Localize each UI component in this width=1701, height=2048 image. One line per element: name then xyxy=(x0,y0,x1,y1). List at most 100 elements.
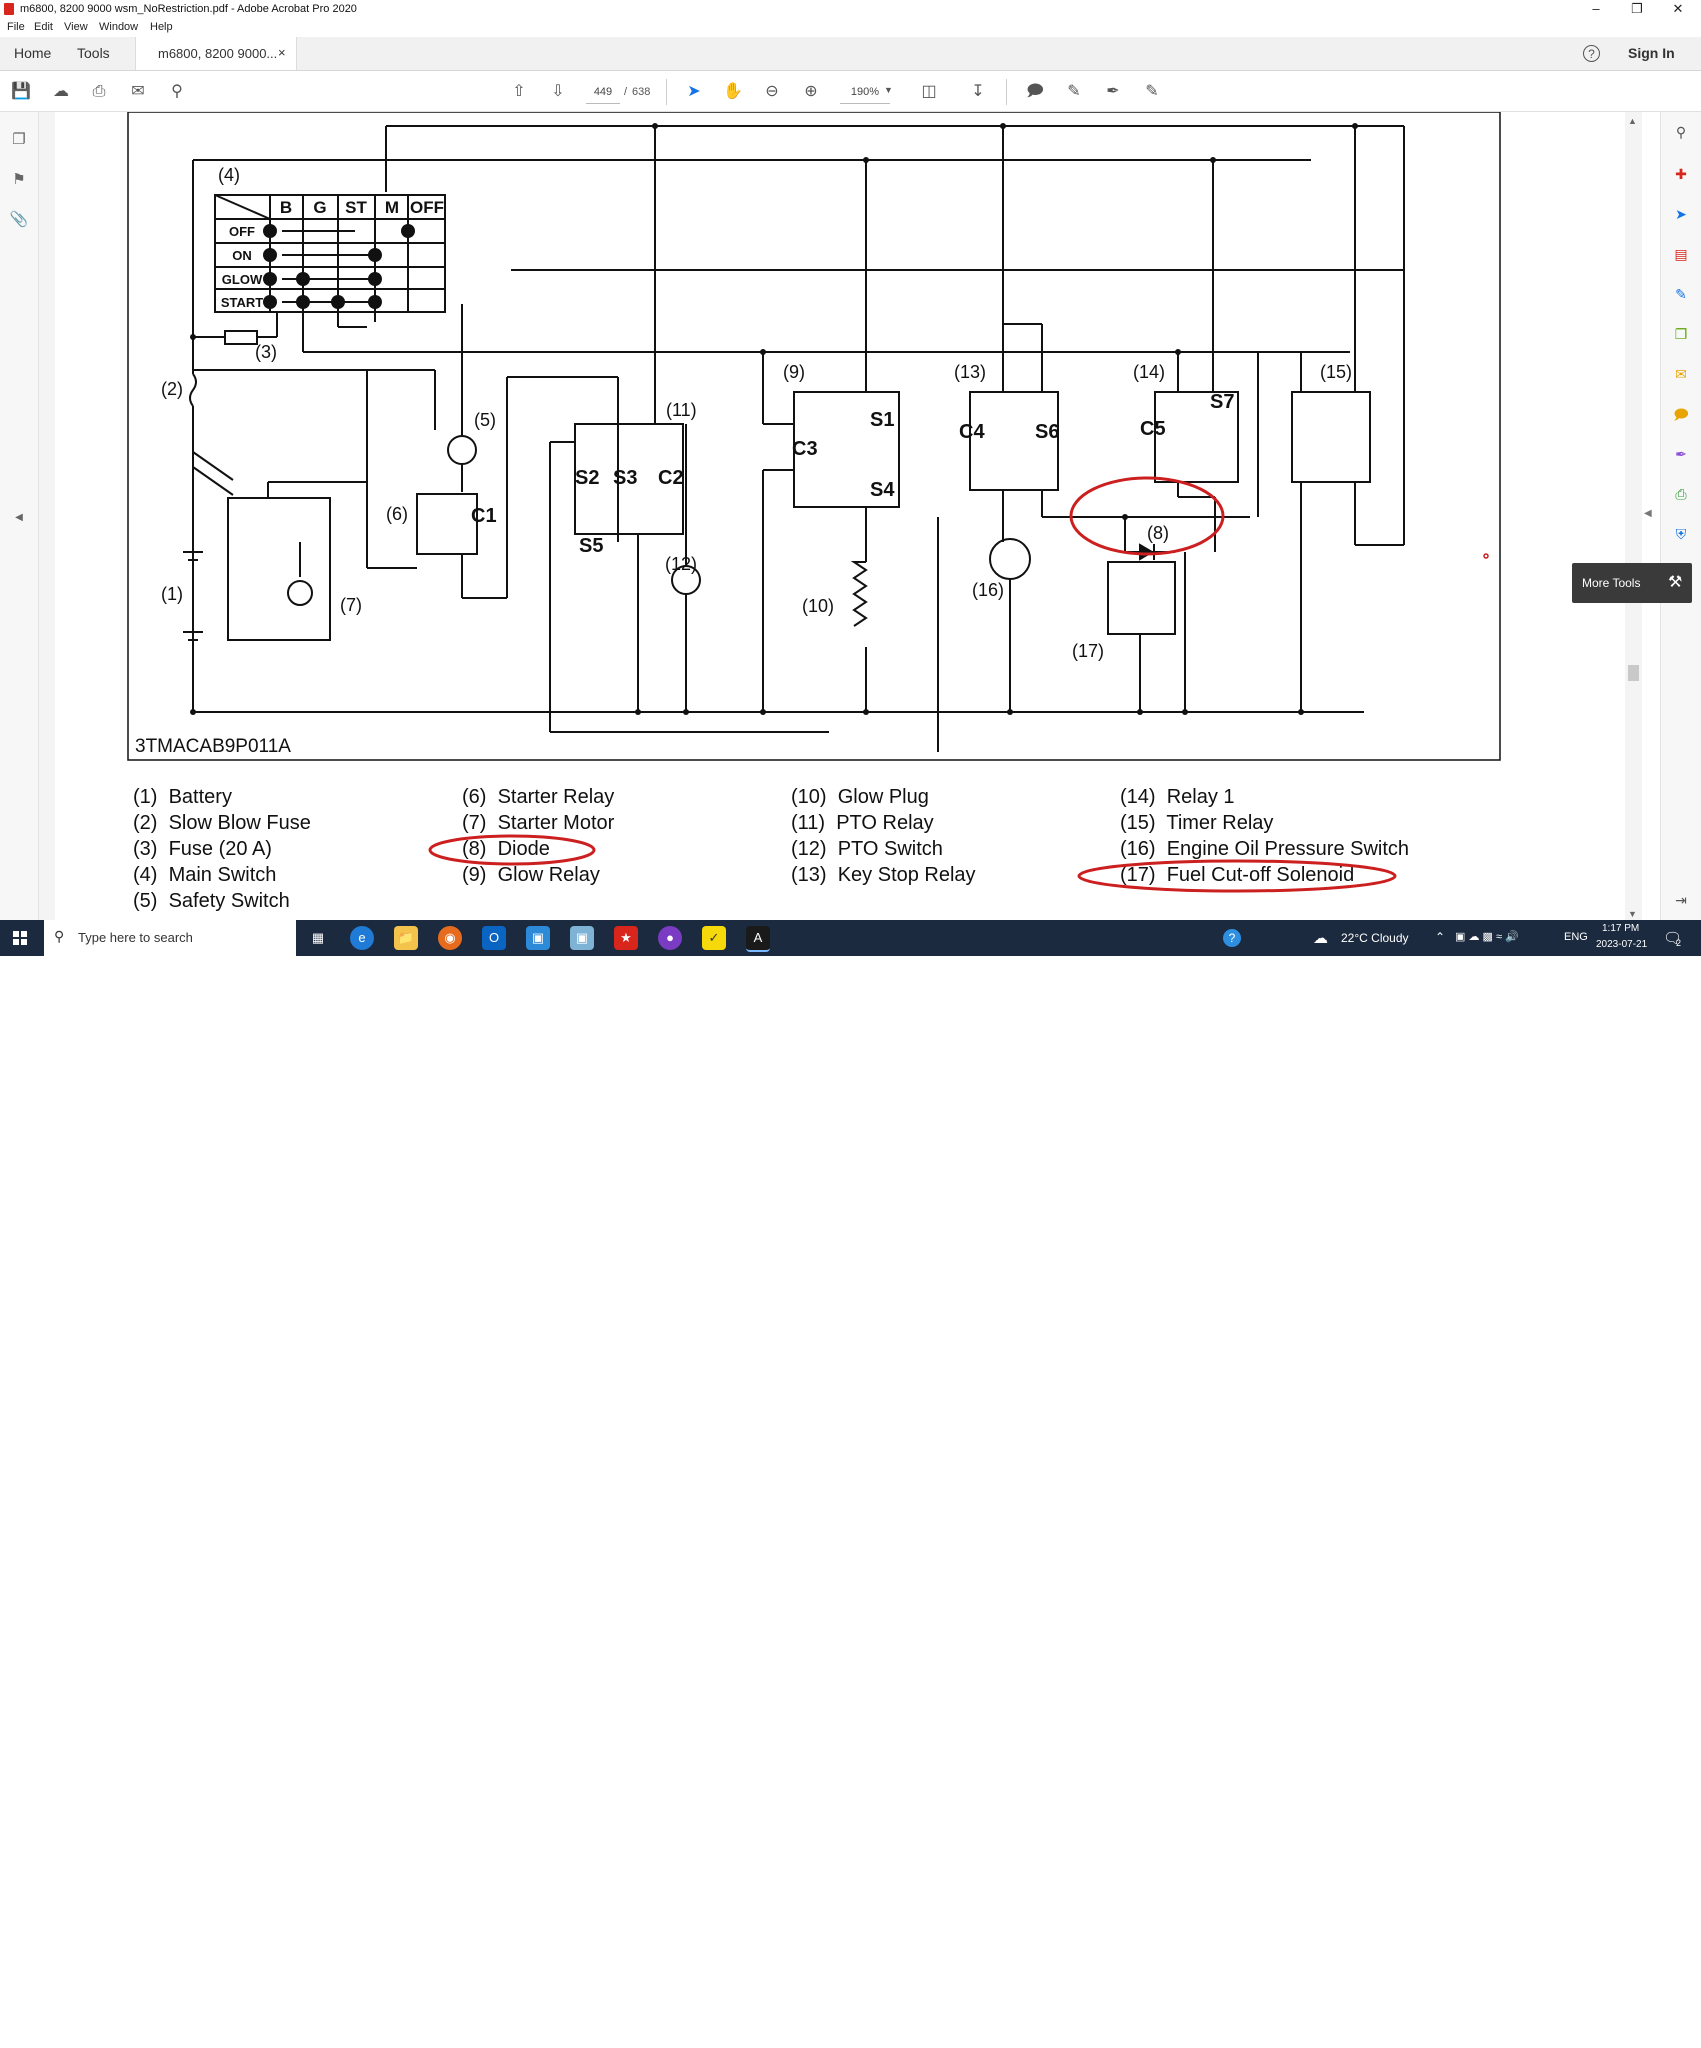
scroll-up-icon[interactable]: ▲ xyxy=(1628,116,1637,126)
save-icon[interactable]: 💾 xyxy=(11,83,31,100)
comment-icon[interactable]: 🗩 xyxy=(1026,83,1044,100)
print-icon[interactable]: ⎙ xyxy=(92,83,106,100)
more-tools-tooltip[interactable]: More Tools ⚒ xyxy=(1572,563,1692,603)
label-c5: C5 xyxy=(1140,418,1166,440)
protect-icon[interactable]: ⛨ xyxy=(1675,526,1687,542)
file-explorer-icon[interactable]: 📁 xyxy=(394,926,418,950)
label-14: (14) xyxy=(1133,362,1165,382)
close-tab-icon[interactable]: × xyxy=(278,45,286,60)
menu-help[interactable]: Help xyxy=(150,21,173,33)
select-cursor-icon[interactable]: ➤ xyxy=(687,83,701,100)
red-annotation-overlay xyxy=(428,834,1397,893)
fill-sign-icon[interactable]: ✎ xyxy=(1145,83,1159,100)
help-icon[interactable]: ? xyxy=(1583,45,1600,62)
email-icon[interactable]: ✉ xyxy=(131,83,145,100)
clock-date[interactable]: 2023-07-21 xyxy=(1596,939,1648,950)
search-icon[interactable]: ⚲ xyxy=(171,83,183,100)
menu-view[interactable]: View xyxy=(64,21,88,33)
attachment-icon[interactable]: 📎 xyxy=(9,211,29,228)
label-5: (5) xyxy=(474,410,496,430)
edit-pdf-icon[interactable]: ✎ xyxy=(1675,286,1687,302)
weather-text[interactable]: 22°C Cloudy xyxy=(1341,931,1409,945)
outlook-icon[interactable]: O xyxy=(482,926,506,950)
search-icon: ⚲ xyxy=(54,928,65,944)
zoom-level-select[interactable]: 190% xyxy=(840,81,890,104)
previous-page-icon[interactable]: ⇧ xyxy=(512,83,526,100)
page-number-input[interactable]: 449 xyxy=(586,81,620,104)
minimize-button[interactable]: – xyxy=(1592,1,1600,16)
hand-tool-icon[interactable]: ✋ xyxy=(723,83,743,100)
fill-sign-icon[interactable]: ✒ xyxy=(1675,446,1687,462)
title-bar: m6800, 8200 9000 wsm_NoRestriction.pdf -… xyxy=(0,0,1701,18)
edge-browser-icon[interactable]: e xyxy=(350,926,374,950)
sign-icon[interactable]: ✒ xyxy=(1106,83,1120,100)
zoom-in-icon[interactable]: ⊕ xyxy=(804,83,818,100)
switch-row-glow: GLOW xyxy=(222,272,263,287)
highlight-pen-icon[interactable]: ✎ xyxy=(1067,83,1081,100)
legend-item-diode: (8) Diode xyxy=(462,838,550,860)
label-11: (11) xyxy=(666,400,697,420)
comment-icon[interactable]: 🗩 xyxy=(1673,406,1689,422)
wiring-diagram: B G ST M OFF OFF ON GLOW START (4) (3) (… xyxy=(127,112,1501,761)
combine-files-icon[interactable]: ❐ xyxy=(1674,326,1688,342)
tab-home[interactable]: Home xyxy=(14,45,52,61)
app-icon[interactable]: ✓ xyxy=(702,926,726,950)
system-tray-icons[interactable]: ▣ ☁ ▩ ≈ 🔊 xyxy=(1455,931,1519,943)
chevron-down-icon[interactable]: ▼ xyxy=(884,85,893,95)
menu-window[interactable]: Window xyxy=(99,21,139,33)
zoom-out-icon[interactable]: ⊖ xyxy=(765,83,779,100)
export-pdf-icon[interactable]: ➤ xyxy=(1675,206,1687,222)
tab-bar: Home Tools m6800, 8200 9000... × ? Sign … xyxy=(0,37,1701,71)
close-window-button[interactable]: ✕ xyxy=(1672,1,1684,16)
windows-start-icon[interactable] xyxy=(13,931,27,945)
language-indicator[interactable]: ENG xyxy=(1564,931,1588,943)
label-10: (10) xyxy=(802,596,834,616)
firefox-icon[interactable]: ◉ xyxy=(438,926,462,950)
organize-pages-icon[interactable]: ▤ xyxy=(1674,246,1688,262)
next-page-icon[interactable]: ⇩ xyxy=(551,83,565,100)
scroll-down-icon[interactable]: ▼ xyxy=(1628,909,1637,919)
pdf-reader-icon[interactable]: ★ xyxy=(614,926,638,950)
upload-cloud-icon[interactable]: ☁ xyxy=(53,83,69,100)
request-signature-icon[interactable]: ✉ xyxy=(1675,366,1687,382)
menu-edit[interactable]: Edit xyxy=(34,21,53,33)
bookmark-icon[interactable]: ⚑ xyxy=(12,171,26,188)
scan-ocr-icon[interactable]: ⎙ xyxy=(1675,486,1687,502)
maximize-button[interactable]: ❐ xyxy=(1631,1,1643,16)
scroll-mode-icon[interactable]: ↧ xyxy=(971,83,985,100)
collapse-left-icon[interactable]: ◀ xyxy=(15,512,23,523)
legend-item: (10) Glow Plug xyxy=(791,786,929,808)
tab-tools[interactable]: Tools xyxy=(77,45,110,61)
legend-item: (6) Starter Relay xyxy=(462,786,615,808)
menu-file[interactable]: File xyxy=(7,21,25,33)
taskbar-search-box[interactable]: ⚲ Type here to search xyxy=(44,920,296,956)
clock-time[interactable]: 1:17 PM xyxy=(1602,923,1640,934)
switch-col-off: OFF xyxy=(410,198,444,217)
weather-cloud-icon[interactable]: ☁ xyxy=(1313,930,1328,947)
help-icon[interactable]: ? xyxy=(1223,929,1241,947)
label-s4: S4 xyxy=(870,479,895,501)
page-thumbnails-icon[interactable]: ❐ xyxy=(12,131,26,148)
chevron-up-icon[interactable]: ⌃ xyxy=(1435,930,1446,944)
create-pdf-icon[interactable]: ✚ xyxy=(1675,166,1687,182)
app-icon[interactable]: ▣ xyxy=(570,926,594,950)
label-2: (2) xyxy=(161,379,183,399)
legend-item: (16) Engine Oil Pressure Switch xyxy=(1120,838,1410,860)
legend-item: (2) Slow Blow Fuse xyxy=(133,812,311,834)
collapse-pane-icon[interactable]: ⇥ xyxy=(1675,892,1687,908)
collapse-right-icon[interactable]: ◀ xyxy=(1644,508,1652,519)
vertical-scrollbar[interactable]: ▲ ▼ xyxy=(1625,112,1642,922)
legend-item: (5) Safety Switch xyxy=(133,890,290,912)
tab-document[interactable]: m6800, 8200 9000... × xyxy=(135,37,297,70)
app-icon[interactable]: ● xyxy=(658,926,682,950)
search-icon[interactable]: ⚲ xyxy=(1675,124,1687,140)
page-fit-icon[interactable]: ◫ xyxy=(921,83,937,100)
scroll-thumb[interactable] xyxy=(1628,665,1639,681)
label-s2: S2 xyxy=(575,467,599,489)
sign-in-button[interactable]: Sign In xyxy=(1628,45,1675,61)
app-icon[interactable]: ▣ xyxy=(526,926,550,950)
task-view-icon[interactable]: ▦ xyxy=(311,930,325,945)
notification-icon[interactable]: 🗨 xyxy=(1663,930,1683,947)
acrobat-taskbar-icon[interactable]: A xyxy=(746,926,770,952)
label-3: (3) xyxy=(255,342,277,362)
